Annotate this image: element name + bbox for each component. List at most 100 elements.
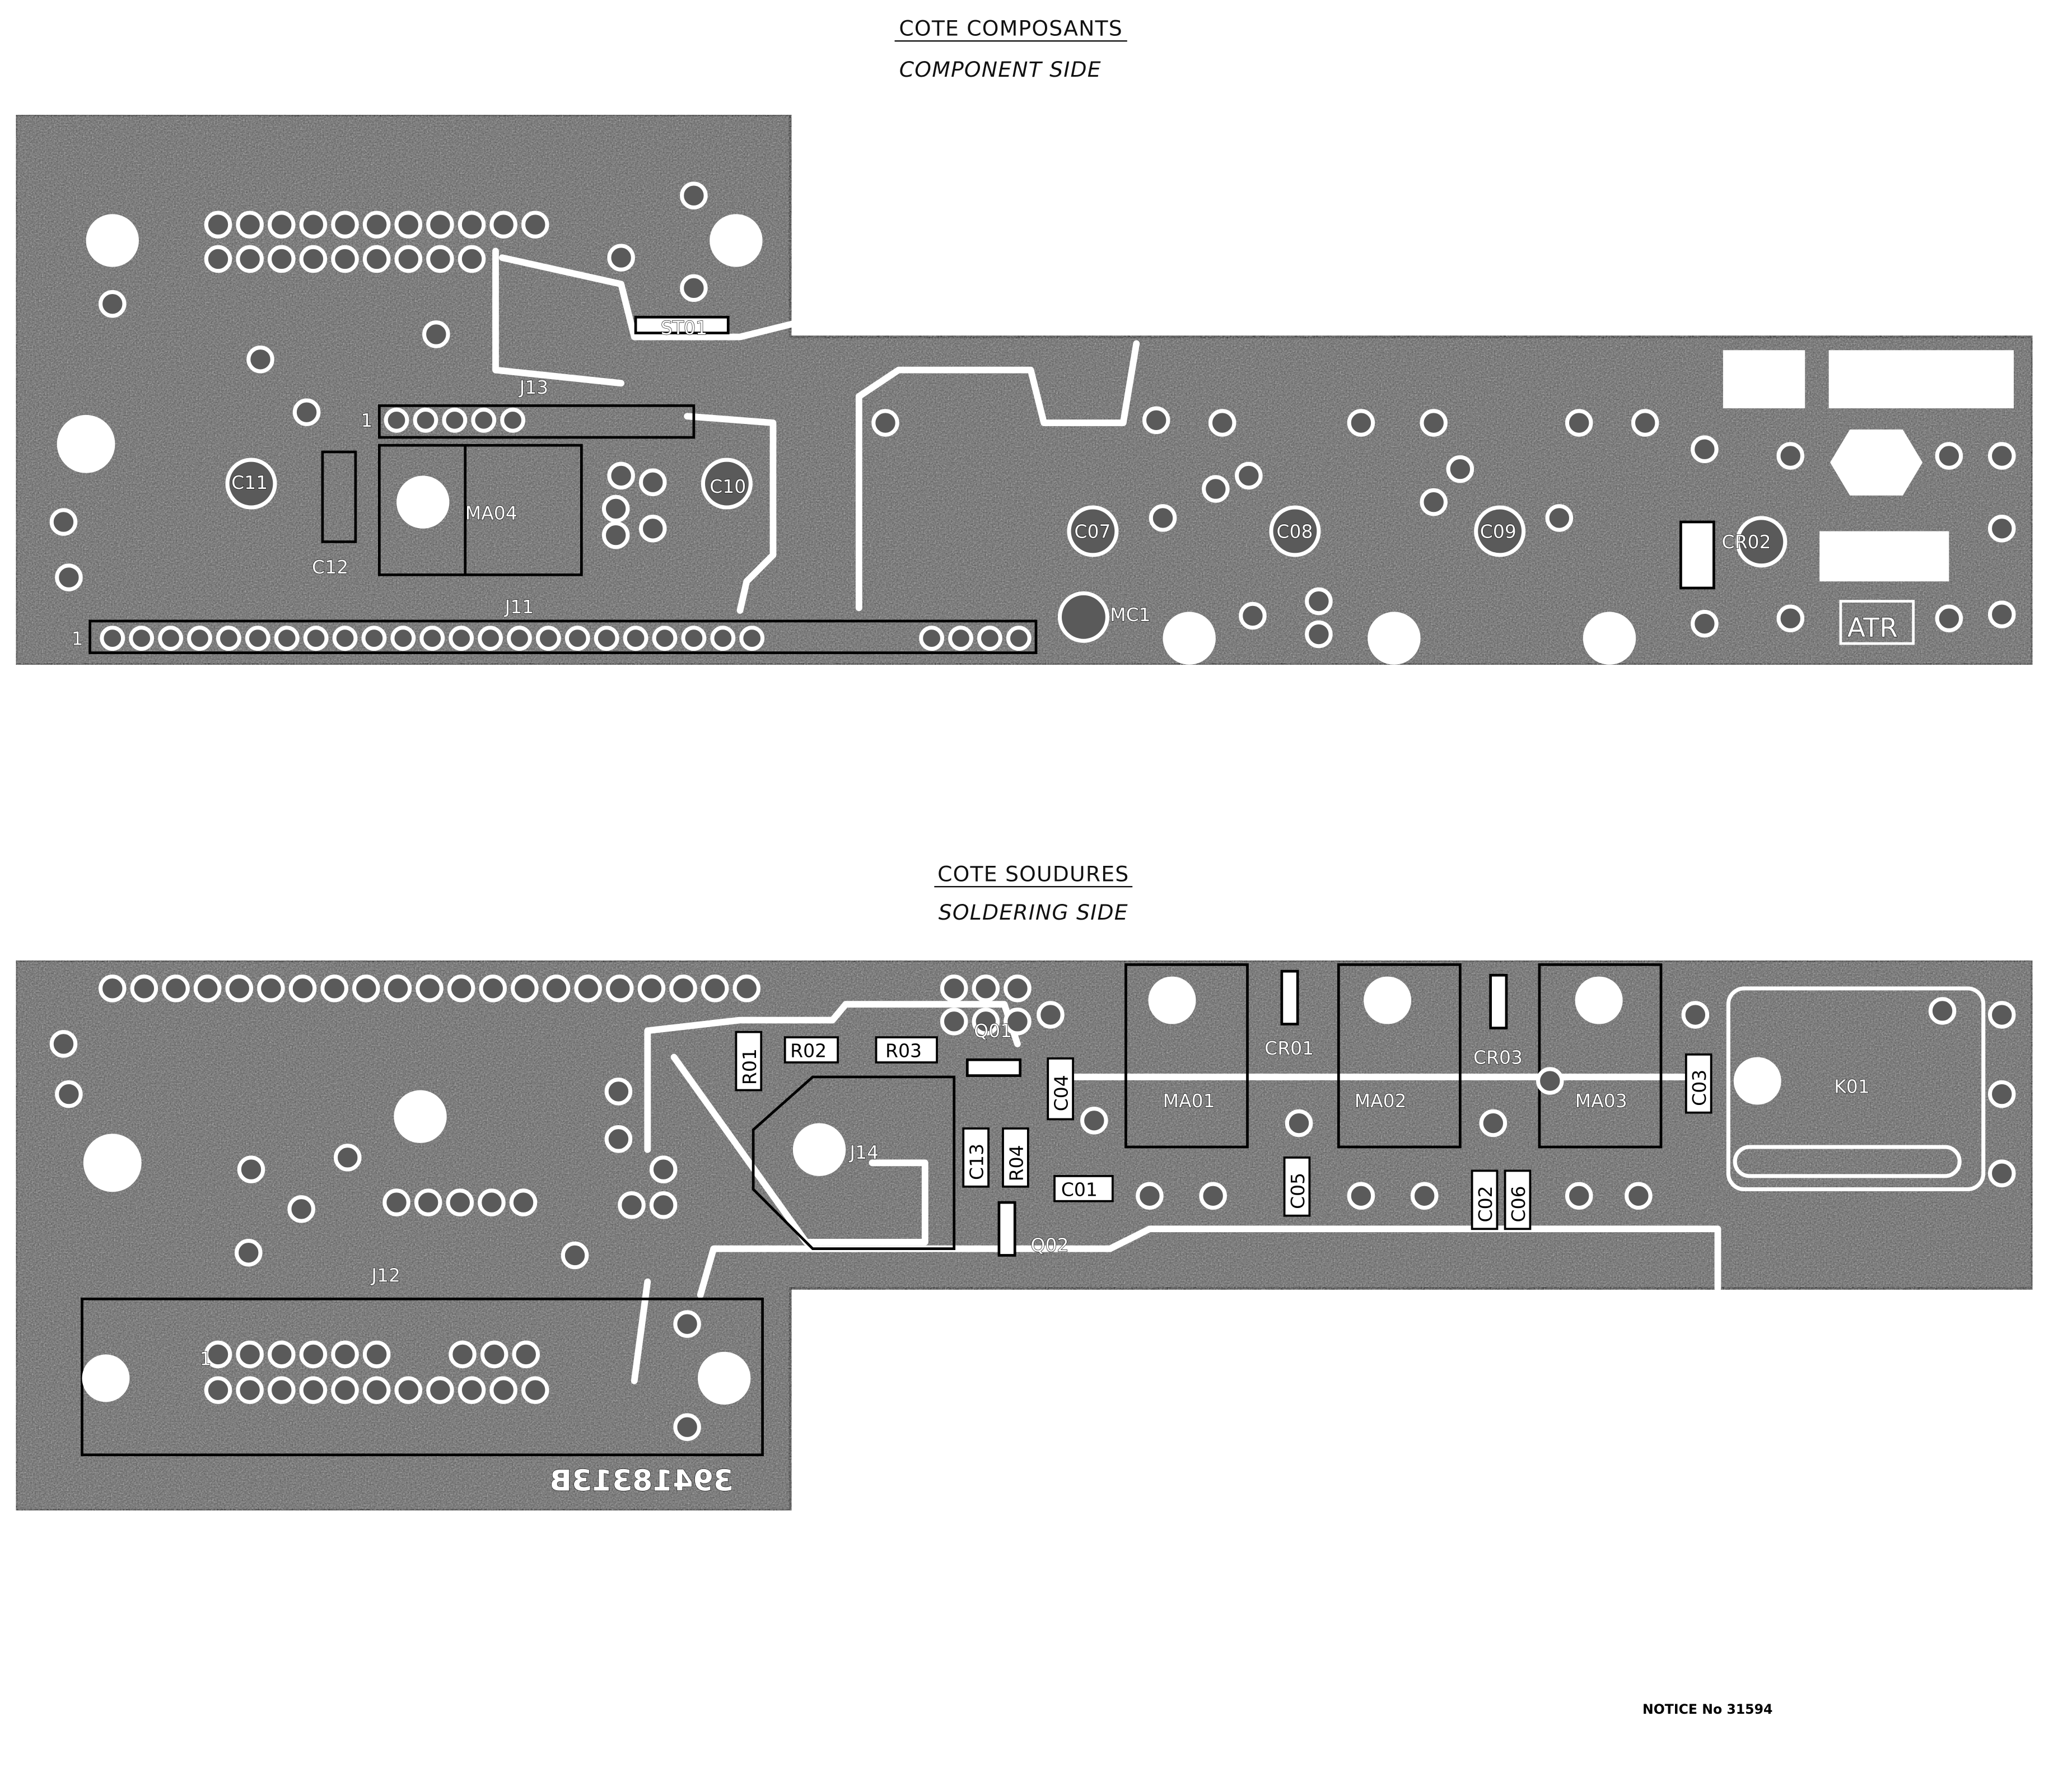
capacitor-pad [1474,505,1526,557]
pad [216,626,241,651]
pad [977,626,1002,651]
pad [972,1008,1000,1036]
pad [129,626,155,651]
pad [426,1376,454,1404]
pad [235,1238,263,1267]
pad [49,1030,78,1058]
pad [509,1188,538,1216]
pad [55,563,83,591]
pad [669,974,697,1002]
soldering-side-subtitle: SOLDERING SIDE [939,900,1128,925]
pad [542,974,571,1002]
pad [362,1340,391,1369]
pad [471,407,497,433]
pad [236,245,264,273]
pad [267,1340,296,1369]
pad [1536,1067,1564,1095]
pad [1208,409,1236,437]
pad [1691,609,1719,638]
mounting-hole [57,414,115,473]
label-r01: R01 [739,1048,760,1085]
pad [1037,1001,1065,1029]
pad [236,211,264,239]
label-j11: J11 [504,596,534,618]
pad [680,274,708,302]
label-c04: C04 [1051,1075,1072,1111]
pad [361,626,387,651]
pad [331,211,359,239]
pad [426,211,454,239]
pad [919,626,945,651]
pad [458,1376,486,1404]
pad [649,1155,678,1183]
label-c12: C12 [312,556,348,578]
pad [394,1376,423,1404]
pad [623,626,648,651]
pad [1987,1080,2016,1108]
pad [948,626,973,651]
pad [384,407,409,433]
pad [1776,604,1805,632]
label-r02: R02 [790,1040,827,1062]
pad [649,1191,678,1219]
pad [673,1310,701,1338]
pad [267,211,296,239]
pad [449,1340,477,1369]
pad [574,974,602,1002]
mounting-hole [1575,976,1623,1024]
pad [1239,601,1267,630]
pad [237,1155,265,1183]
mounting-hole [1148,976,1196,1024]
pad [204,1340,232,1369]
pad [449,626,474,651]
pad [673,1413,701,1441]
pad [274,626,300,651]
pad [871,409,899,437]
pad [299,245,328,273]
label-ma04: MA04 [465,502,517,524]
component-side-subtitle: COMPONENT SIDE [899,57,1102,82]
pad [414,1188,442,1216]
pad [701,974,729,1002]
label-c11: C11 [231,472,268,493]
label-r04: R04 [1005,1145,1027,1181]
pad [1545,504,1574,532]
pad [1776,442,1805,470]
label-j11-pin1: 1 [72,627,83,649]
label-ma03: MA03 [1575,1090,1627,1112]
pad [100,626,125,651]
pad [187,626,212,651]
label-c07: C07 [1074,520,1110,542]
pad [267,1376,296,1404]
label-cr02: CR02 [1722,531,1771,553]
pad [288,974,317,1002]
mounting-hole [697,1351,751,1405]
pad [333,1144,362,1172]
pad [299,1376,328,1404]
label-c05: C05 [1287,1173,1309,1209]
pad [638,514,667,543]
pad [594,626,619,651]
pad [637,974,666,1002]
pad [1305,587,1333,615]
board-number-mirrored: 39418313B [549,1464,733,1498]
mounting-hole [86,214,139,267]
pad [458,245,486,273]
pad [331,245,359,273]
capacitor-pad [701,458,753,510]
label-j12: J12 [370,1265,400,1286]
pad [447,974,475,1002]
pad [426,245,454,273]
mounting-hole [396,475,450,529]
label-c08: C08 [1276,520,1313,542]
pad [638,468,667,496]
pad [236,1340,264,1369]
pad [1625,1182,1653,1210]
pad [331,1376,359,1404]
pad [1202,475,1230,503]
pad [561,1241,589,1270]
pad [652,626,678,651]
pad [362,245,391,273]
pad [710,626,736,651]
component-side-labels: ST01 J13 1 C11 C12 MA04 C10 J11 1 MC1 C0… [71,316,1898,650]
